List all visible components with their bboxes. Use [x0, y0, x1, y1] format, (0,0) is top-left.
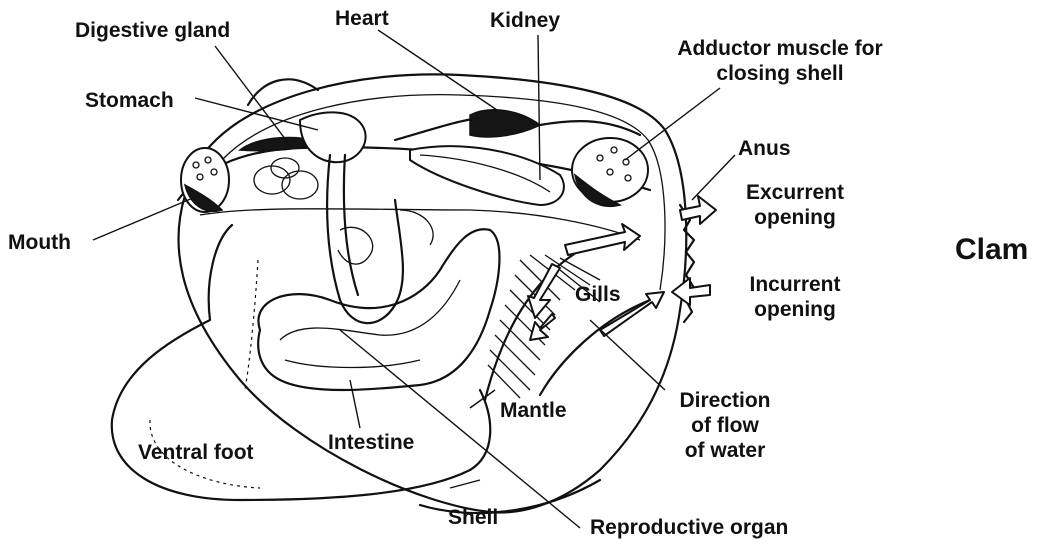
esophagus: [327, 155, 403, 323]
body-outline-lower: [200, 209, 640, 240]
label-adductor-line1: Adductor muscle for: [650, 36, 910, 61]
shell-lower-edge: [420, 480, 600, 513]
label-digestive-gland: Digestive gland: [75, 18, 230, 43]
label-reproductive-organ: Reproductive organ: [590, 515, 788, 540]
label-direction-line2: of flow: [655, 413, 795, 438]
label-adductor-muscle: Adductor muscle for closing shell: [650, 36, 910, 86]
label-kidney: Kidney: [490, 8, 560, 33]
leader-direction: [590, 320, 665, 390]
reproductive-organ: [338, 227, 373, 264]
label-heart: Heart: [335, 6, 389, 31]
label-stomach: Stomach: [85, 88, 174, 113]
heart: [470, 110, 540, 137]
label-incurrent-line2: opening: [720, 297, 870, 322]
label-mantle: Mantle: [500, 398, 567, 423]
label-mouth: Mouth: [8, 230, 71, 255]
label-intestine: Intestine: [328, 430, 414, 455]
leader-heart: [378, 30, 500, 112]
label-excurrent-line1: Excurrent: [720, 180, 870, 205]
leader-adductor: [625, 88, 720, 160]
leader-intestine: [350, 380, 360, 428]
label-ventral-foot: Ventral foot: [138, 440, 254, 465]
label-incurrent-line1: Incurrent: [720, 272, 870, 297]
leader-kidney: [538, 35, 540, 180]
label-anus: Anus: [738, 136, 791, 161]
kidney: [410, 146, 564, 205]
label-clam: Clam: [955, 233, 1028, 267]
label-gills: Gills: [575, 282, 621, 307]
label-direction-line3: of water: [655, 438, 795, 463]
leader-reproductive: [340, 330, 580, 528]
stomach: [300, 112, 366, 162]
label-incurrent-opening: Incurrent opening: [720, 272, 870, 322]
leader-mouth: [93, 195, 200, 240]
flow-arrow-inner-3: [530, 314, 555, 340]
label-adductor-line2: closing shell: [650, 61, 910, 86]
incurrent-arrow: [672, 278, 710, 305]
leader-digestive-gland: [215, 46, 292, 148]
leader-stomach: [195, 98, 318, 130]
label-direction-line1: Direction: [655, 388, 795, 413]
label-excurrent-line2: opening: [720, 205, 870, 230]
leader-shell: [450, 480, 480, 488]
label-shell: Shell: [448, 505, 498, 530]
label-direction-of-flow: Direction of flow of water: [655, 388, 795, 463]
label-excurrent-opening: Excurrent opening: [720, 180, 870, 230]
